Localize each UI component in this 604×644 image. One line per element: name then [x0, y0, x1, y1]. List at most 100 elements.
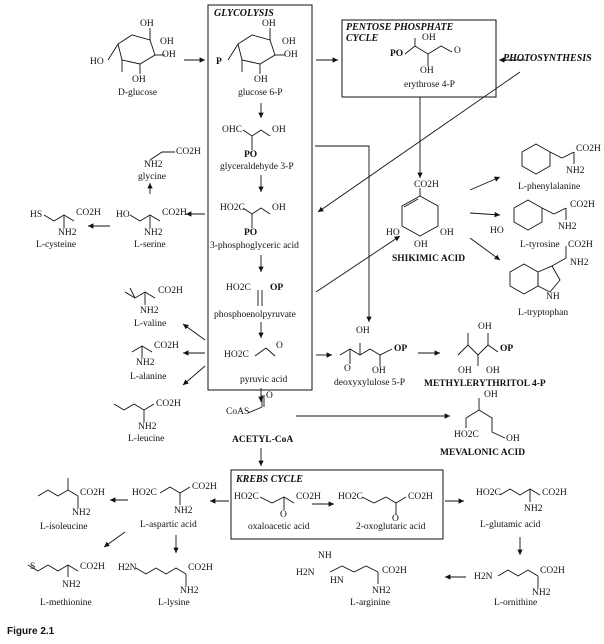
glutamic-chain [499, 488, 541, 496]
dxp-oh-2: OH [372, 366, 386, 376]
glutamic-label: L-glutamic acid [480, 520, 541, 530]
glycine-chain [149, 151, 175, 161]
leucine-label: L-leucine [128, 434, 165, 444]
methionine-chain [27, 564, 79, 572]
serine-nh2: NH2 [144, 228, 163, 238]
valine-label: L-valine [134, 319, 167, 329]
trp-co2h: CO2H [568, 240, 593, 250]
leucine-chain [113, 403, 155, 411]
glutamic-co2h: CO2H [542, 488, 567, 498]
arrow-g3p-dxp [315, 145, 372, 322]
alanine-label: L-alanine [130, 372, 167, 382]
shikimic-label: SHIKIMIC ACID [392, 254, 466, 264]
lysine-chain [135, 567, 187, 575]
dglucose-oh-4: OH [132, 75, 146, 85]
lysine-nh2: NH2 [180, 586, 199, 596]
mep-oh-3: OH [486, 366, 500, 376]
trp-nh2: NH2 [570, 258, 589, 268]
pga-po: PO [244, 228, 258, 238]
methionine-co2h: CO2H [80, 562, 105, 572]
lysine-label: L-lysine [158, 598, 190, 608]
oxoglutaric-chain [361, 496, 407, 504]
arginine-label: L-arginine [350, 598, 390, 608]
dglucose-ho: HO [90, 57, 104, 67]
mep-op: OP [500, 344, 514, 354]
arrow-photosynthesis-pga [317, 71, 521, 213]
g6p-oh-3: OH [284, 50, 298, 60]
trp-label: L-tryptophan [518, 308, 569, 318]
aspartic-ho2c: HO2C [132, 488, 157, 498]
mev-ho2c: HO2C [454, 430, 479, 440]
serine-ho: HO [116, 210, 130, 220]
dxp-oh-1: OH [356, 326, 370, 336]
isoleucine-label: L-isoleucine [40, 522, 88, 532]
erythrose-chain [404, 45, 453, 55]
erythrose-po: PO [390, 49, 404, 59]
pyruvate-o: O [276, 341, 283, 351]
erythrose-oh-1: OH [422, 33, 436, 43]
methionine-label: L-methionine [40, 598, 92, 608]
oxoglutaric-o: O [392, 514, 399, 524]
erythrose-o: O [454, 46, 461, 56]
krebs-title: KREBS CYCLE [236, 474, 303, 485]
g6p-label: glucose 6-P [238, 88, 283, 98]
mep-chain [457, 344, 499, 356]
arginine-hn: HN [330, 576, 344, 586]
g6p-p: P [216, 57, 222, 67]
pyruvate-label: pyruvic acid [240, 375, 288, 385]
glutamic-ho2c: HO2C [476, 488, 501, 498]
aspartic-nh2: NH2 [174, 506, 193, 516]
ornithine-chain [497, 569, 539, 577]
shikimic-oh-1: OH [440, 228, 454, 238]
tyr-ring [513, 199, 543, 231]
pga-ho2c: HO2C [220, 203, 245, 213]
aspartic-label: L-aspartic acid [140, 520, 197, 530]
mev-oh-2: OH [506, 434, 520, 444]
g3p-oh: OH [272, 125, 286, 135]
pyruvate-ho2c: HO2C [224, 350, 249, 360]
oxoglutaric-label: 2-oxoglutaric acid [356, 522, 426, 532]
glycolysis-title: GLYCOLYSIS [214, 8, 274, 19]
serine-chain [129, 214, 161, 222]
oxaloacetic-label: oxaloacetic acid [248, 522, 310, 532]
cysteine-hs: HS [30, 210, 43, 220]
shikimic-oh-2: OH [414, 240, 428, 250]
leucine-nh2: NH2 [138, 422, 157, 432]
valine-chain [124, 291, 156, 299]
arginine-nh2: NH2 [372, 586, 391, 596]
lysine-co2h: CO2H [188, 563, 213, 573]
mev-oh-1: OH [484, 390, 498, 400]
arrow-shikimic-phe [469, 176, 501, 191]
dxp-chain [339, 348, 393, 356]
acetylcoa-label: ACETYL-CoA [232, 435, 294, 445]
g3p-chain [242, 129, 271, 137]
acetylcoa-o: O [266, 391, 273, 401]
alanine-co2h: CO2H [154, 341, 179, 351]
leucine-co2h: CO2H [156, 399, 181, 409]
oxaloacetic-chain [259, 496, 295, 504]
glycine-nh2: NH2 [144, 160, 163, 170]
acetylcoa-bond [247, 406, 263, 414]
pga-label: 3-phosphoglyceric acid [210, 241, 299, 251]
phe-label: L-phenylalanine [518, 182, 581, 192]
ornithine-co2h: CO2H [540, 566, 565, 576]
dglucose-ring [117, 34, 156, 65]
isoleucine-co2h: CO2H [80, 488, 105, 498]
tyr-co2h: CO2H [570, 200, 595, 210]
cysteine-label: L-cysteine [36, 240, 77, 250]
g6p-ring [237, 34, 276, 65]
isoleucine-nh2: NH2 [72, 508, 91, 518]
valine-nh2: NH2 [140, 306, 159, 316]
pentose-box [341, 19, 497, 98]
arginine-co2h: CO2H [382, 566, 407, 576]
cysteine-chain [43, 214, 75, 222]
phe-nh2: NH2 [566, 166, 585, 176]
alanine-nh2: NH2 [136, 358, 155, 368]
ornithine-nh2: NH2 [532, 588, 551, 598]
photosynthesis-label: PHOTOSYNTHESIS [503, 53, 592, 64]
figure-caption: Figure 2.1 [7, 626, 55, 637]
trp-nh: NH [546, 292, 560, 302]
oxaloacetic-ho2c: HO2C [234, 492, 259, 502]
shikimic-co2h: CO2H [414, 180, 439, 190]
